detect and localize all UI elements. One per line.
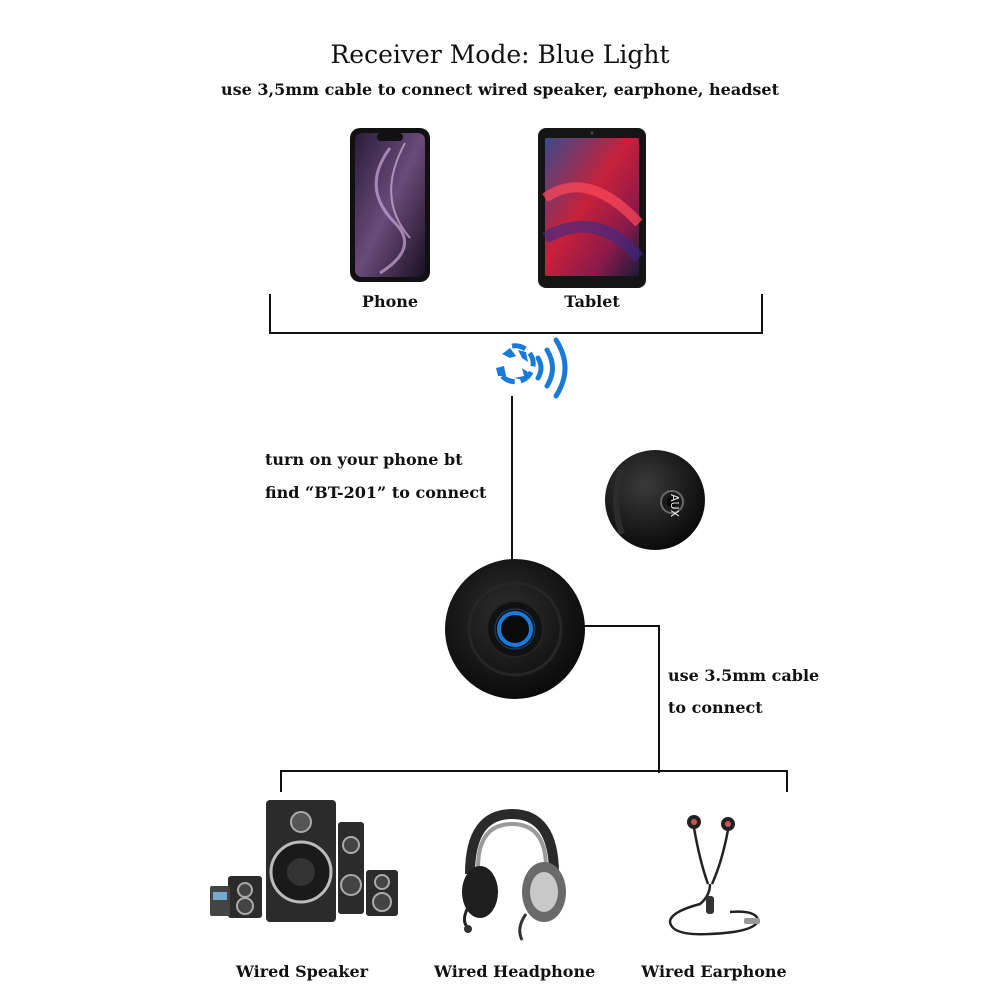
tablet-label: Tablet [542,292,642,311]
top-bracket-right [761,294,763,334]
aux-port-closeup-icon [600,448,710,552]
headphone-icon [456,808,568,940]
pairing-instruction-line-2: find “BT-201” to connect [265,483,486,502]
speaker-system-icon [208,800,400,922]
wired-headphone-label: Wired Headphone [434,962,594,981]
phone-icon [350,128,430,282]
aux-port-label: AUX [668,494,681,517]
bottom-bracket-top [280,770,788,772]
wired-earphone-label: Wired Earphone [634,962,794,981]
tablet-icon [538,128,646,288]
cable-instruction-line-2: to connect [668,698,763,717]
signal-connector-line [511,396,513,560]
cable-line-horizontal [584,625,660,627]
pairing-instruction-line-1: turn on your phone bt [265,450,463,469]
wired-speaker-label: Wired Speaker [222,962,382,981]
phone-label: Phone [340,292,440,311]
top-bracket-bottom [269,332,763,334]
earphone-icon [660,812,764,938]
bottom-bracket-left [280,770,282,792]
diagram-subtitle: use 3,5mm cable to connect wired speaker… [0,80,1000,99]
cable-instruction-line-1: use 3.5mm cable [668,666,819,685]
wireless-signal-icon [492,336,574,398]
top-bracket-left [269,294,271,334]
bluetooth-receiver-icon [444,558,586,700]
diagram-title: Receiver Mode: Blue Light [0,40,1000,69]
bottom-bracket-right [786,770,788,792]
cable-line-vertical [658,625,660,773]
